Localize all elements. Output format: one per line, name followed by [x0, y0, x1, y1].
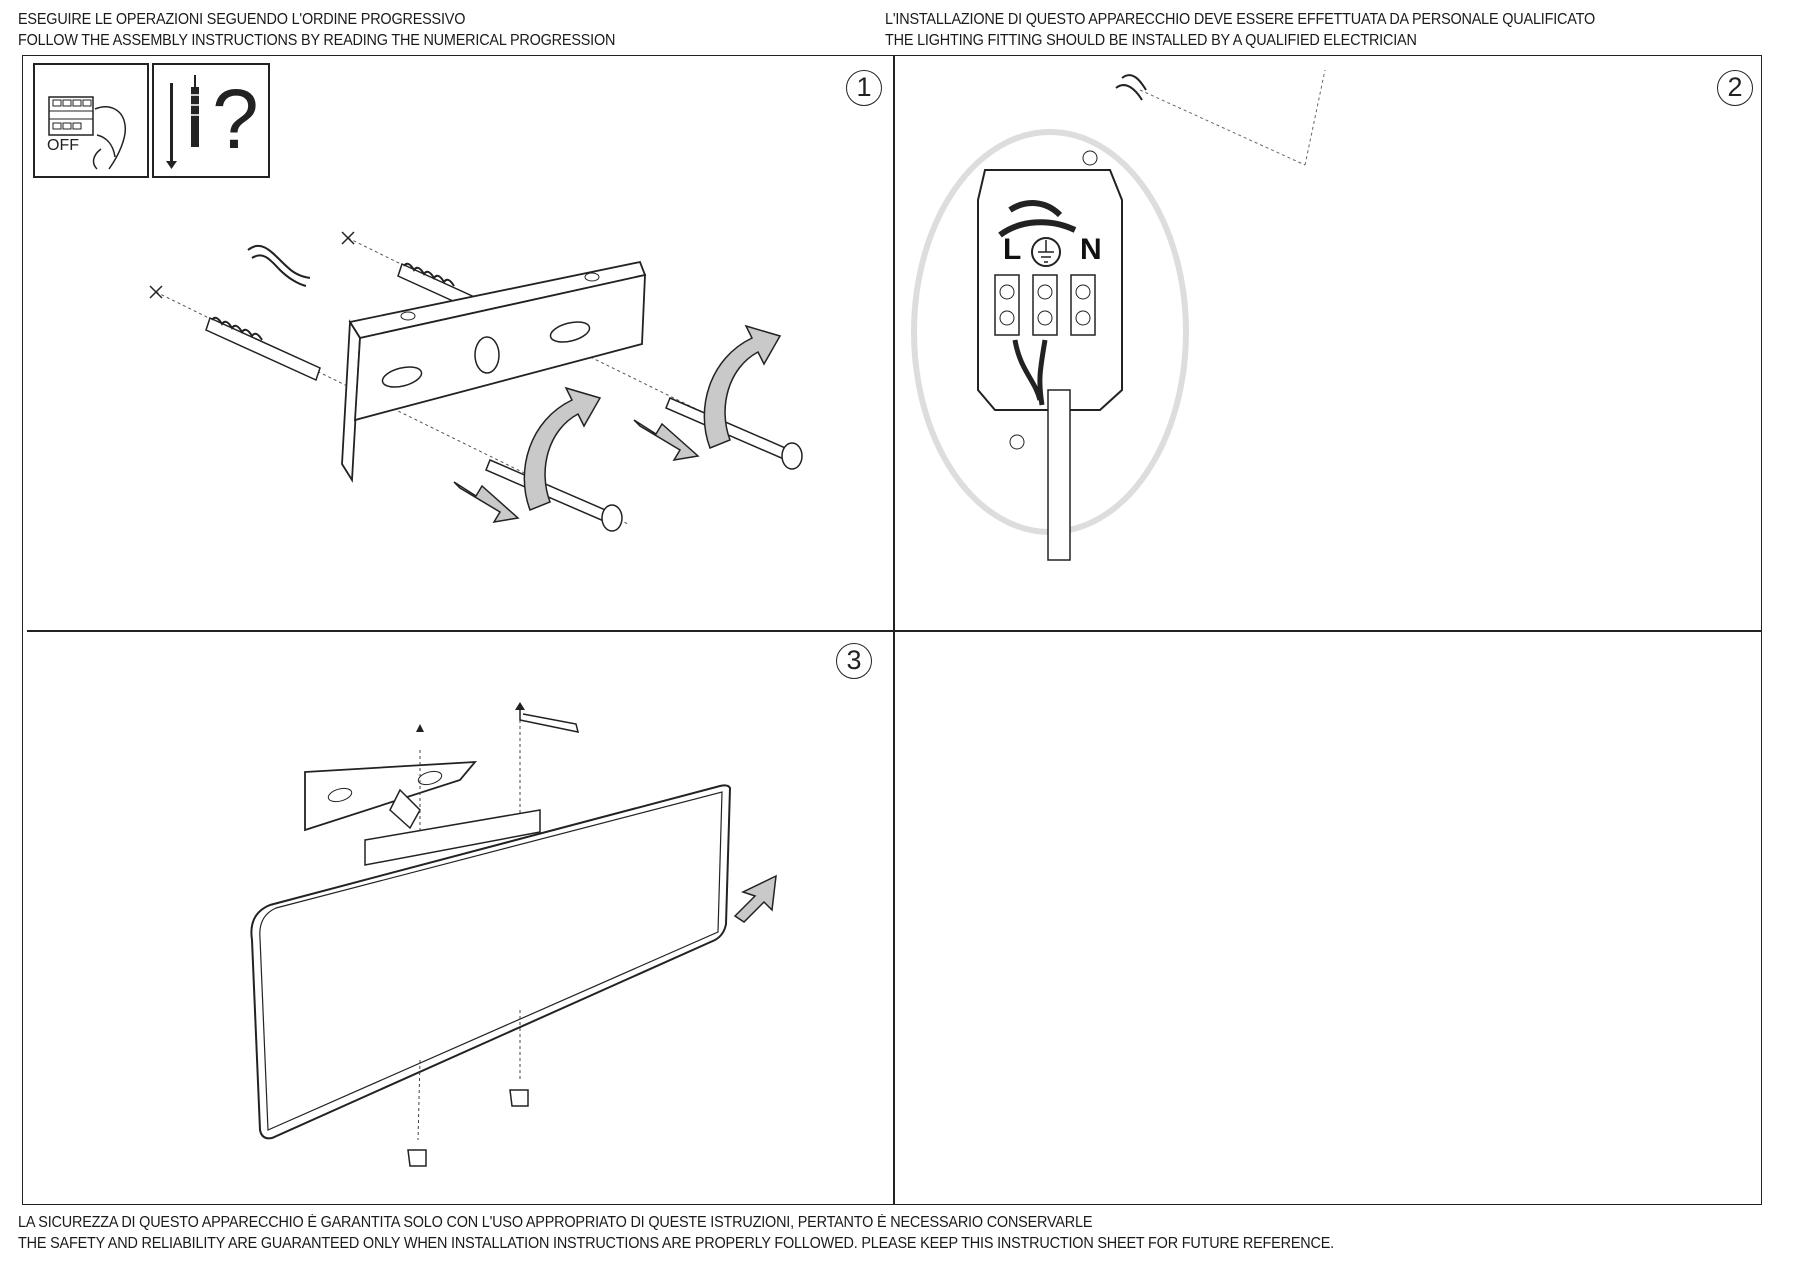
footer-safety-note: LA SICUREZZA DI QUESTO APPARECCHIO È GAR…	[18, 1212, 1334, 1254]
terminal-label-neutral: N	[1080, 233, 1102, 266]
off-label: OFF	[47, 137, 79, 154]
step-3-number: 3	[836, 643, 872, 679]
mains-cable	[1115, 74, 1147, 101]
fixing-screw-icon	[407, 1089, 529, 1167]
drill-mark-left	[149, 285, 163, 299]
step-3-drawing	[250, 702, 777, 1167]
question-mark-symbol: ?	[212, 72, 259, 166]
header-left-line-1: ESEGUIRE LE OPERAZIONI SEGUENDO L'ORDINE…	[18, 11, 466, 28]
mains-cable	[247, 244, 311, 287]
allen-key-icon	[519, 710, 580, 733]
panel-divider-horizontal	[27, 630, 1762, 632]
step-1-drawing	[149, 231, 803, 532]
callout-line	[1139, 89, 1306, 166]
screw-left	[485, 459, 623, 532]
screw-direction-arrow	[416, 702, 525, 732]
screw-anchor-icon	[166, 75, 203, 169]
footer-line-2: THE SAFETY AND RELIABILITY ARE GUARANTEE…	[18, 1235, 1334, 1252]
rotate-arrow-left	[523, 386, 602, 511]
wall-plug-left	[205, 316, 321, 382]
header-right: L'INSTALLAZIONE DI QUESTO APPARECCHIO DE…	[885, 9, 1595, 51]
screw-right	[665, 397, 803, 470]
footer-line-1: LA SICUREZZA DI QUESTO APPARECCHIO È GAR…	[18, 1214, 1093, 1231]
terminal-label-live: L	[1003, 233, 1022, 266]
power-off-icon: OFF	[33, 63, 149, 178]
mounting-bracket	[304, 760, 478, 832]
header-right-line-1: L'INSTALLAZIONE DI QUESTO APPARECCHIO DE…	[885, 11, 1596, 28]
push-arrow-left	[453, 481, 520, 524]
header-left-line-2: FOLLOW THE ASSEMBLY INSTRUCTIONS BY READ…	[18, 32, 616, 49]
tools-icon: ?	[152, 63, 270, 178]
breaker-switch-icon	[48, 96, 127, 170]
push-arrow-right	[633, 419, 700, 462]
header-left: ESEGUIRE LE OPERAZIONI SEGUENDO L'ORDINE…	[18, 9, 615, 51]
drill-mark-right	[341, 231, 355, 245]
rotate-arrow-right	[703, 324, 782, 449]
lamp-fixture	[250, 784, 732, 1140]
callout-line-2	[1304, 69, 1326, 166]
terminal-block	[977, 150, 1123, 561]
push-arrow	[733, 874, 777, 923]
step-1-number: 1	[846, 70, 882, 106]
step-2-number: 2	[1717, 70, 1753, 106]
mounting-bracket	[341, 260, 647, 483]
step-2-drawing	[911, 69, 1326, 561]
header-right-line-2: THE LIGHTING FITTING SHOULD BE INSTALLED…	[885, 32, 1417, 49]
